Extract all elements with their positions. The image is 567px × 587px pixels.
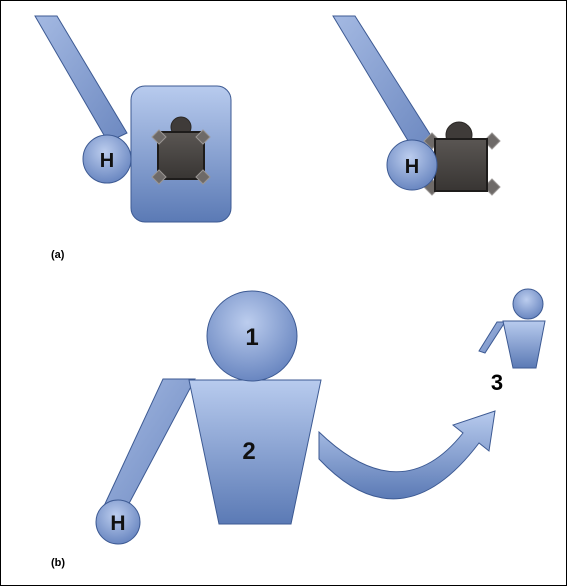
small-arm bbox=[478, 321, 506, 354]
torso bbox=[188, 379, 322, 525]
panel-a-label: (a) bbox=[51, 249, 65, 261]
hand-label: H bbox=[100, 150, 114, 172]
small-figure-label: 3 bbox=[491, 370, 503, 395]
panel-a-right: H bbox=[332, 15, 501, 196]
body-arm bbox=[103, 378, 196, 514]
robot-arm bbox=[332, 15, 434, 150]
head bbox=[206, 290, 298, 382]
hand-label: H bbox=[110, 512, 125, 535]
small-torso bbox=[502, 320, 546, 369]
torso-label: 2 bbox=[242, 438, 255, 465]
grasped-object bbox=[151, 116, 211, 185]
hand-label: H bbox=[405, 156, 419, 178]
head-label: 1 bbox=[245, 324, 258, 351]
panel-b: 2 1 H 3 bbox=[95, 288, 546, 545]
hand-circle bbox=[95, 499, 141, 545]
curved-arrow bbox=[318, 410, 496, 500]
small-figure bbox=[478, 288, 546, 369]
panel-a-left: H bbox=[34, 15, 232, 223]
robot-arm bbox=[34, 15, 128, 143]
hand-circle bbox=[386, 139, 438, 191]
small-head bbox=[512, 288, 544, 320]
hand-circle bbox=[82, 134, 132, 184]
panel-b-label: (b) bbox=[51, 557, 66, 569]
